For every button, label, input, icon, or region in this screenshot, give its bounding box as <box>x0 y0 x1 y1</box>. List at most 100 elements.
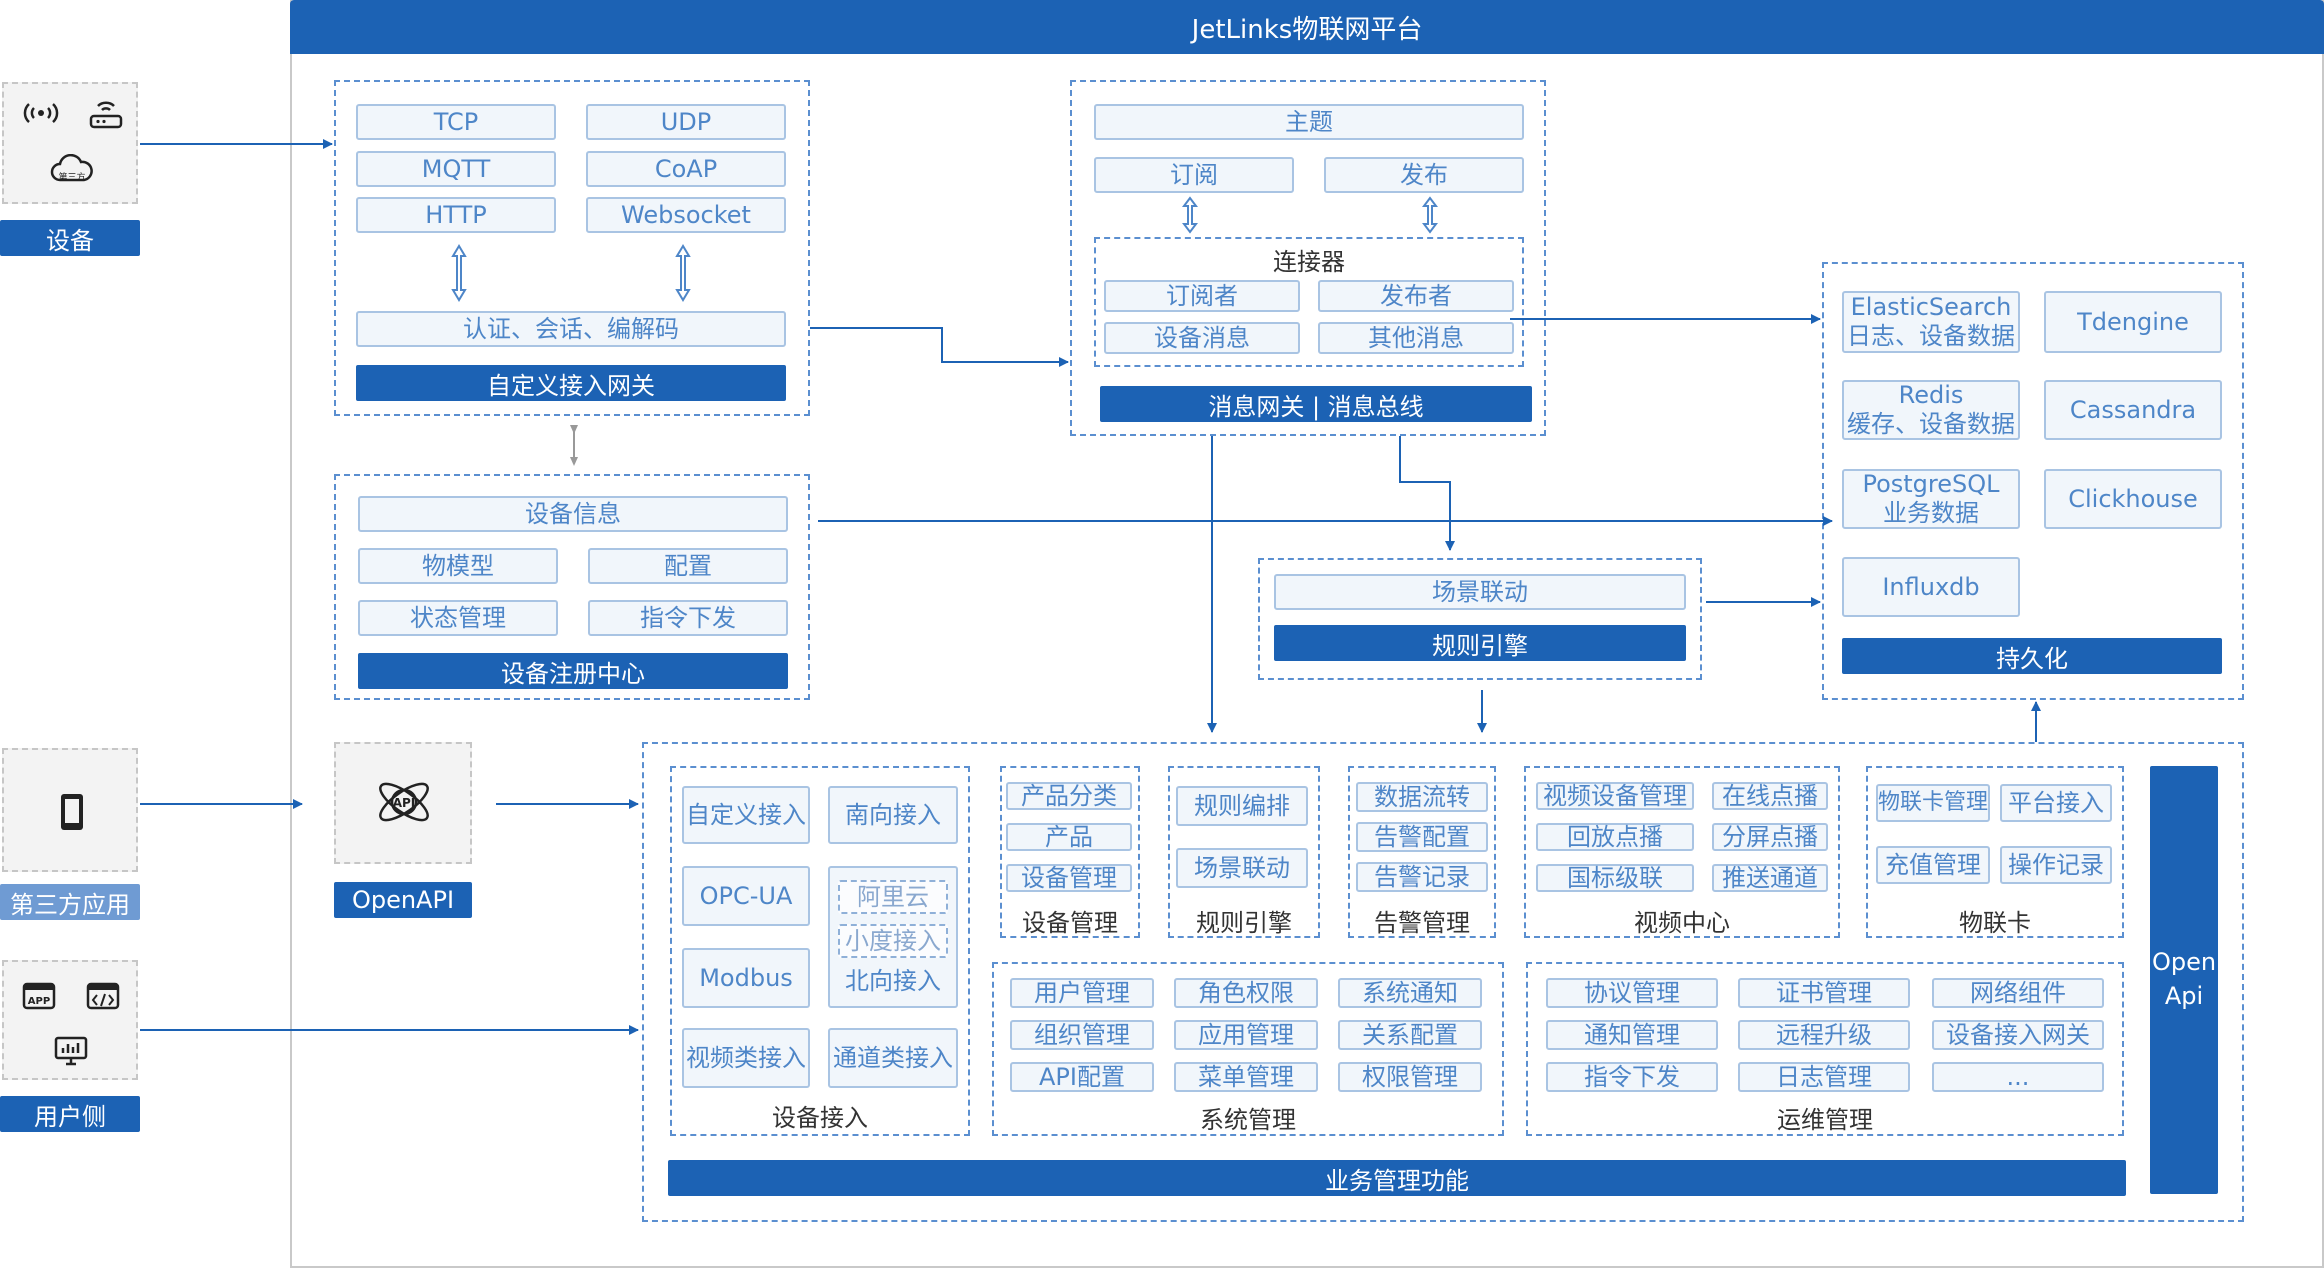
device-mgmt-group <box>1000 766 1140 938</box>
device-registry-panel <box>334 474 810 700</box>
ops-mgmt-group <box>1526 962 2124 1136</box>
north-aliyun: 阿里云 <box>838 880 948 914</box>
rule-engine-caption: 规则引擎 <box>1196 908 1292 937</box>
app-icon: APP <box>22 982 56 1010</box>
store-elasticsearch: ElasticSearch 日志、设备数据 <box>1842 291 2020 353</box>
store-redis-name: Redis <box>1898 381 1964 410</box>
api-config: API配置 <box>1010 1062 1154 1092</box>
open-api-line-1: Open <box>2151 948 2217 977</box>
device-icons-box: 第三方 <box>2 82 138 204</box>
api-atom-icon: API <box>379 782 429 822</box>
monitor-chart-icon <box>54 1036 88 1066</box>
opc-ua-access: OPC-UA <box>682 866 810 926</box>
custom-access: 自定义接入 <box>682 786 810 844</box>
remote-upgrade: 远程升级 <box>1738 1020 1910 1050</box>
operation-record: 操作记录 <box>2000 846 2112 884</box>
live-on-demand: 在线点播 <box>1712 782 1828 810</box>
alarm-config: 告警配置 <box>1356 822 1488 852</box>
code-window-icon <box>86 982 120 1010</box>
notification-mgmt: 通知管理 <box>1546 1020 1718 1050</box>
permission-mgmt: 权限管理 <box>1338 1062 1482 1092</box>
ops-mgmt-caption: 运维管理 <box>1777 1105 1873 1134</box>
wireless-signal-icon <box>23 103 59 123</box>
registry-thing-model: 物模型 <box>358 548 558 584</box>
router-icon <box>89 101 123 129</box>
platform-title: JetLinks物联网平台 <box>290 0 2324 54</box>
persistence-panel <box>1822 262 2244 700</box>
menu-mgmt: 菜单管理 <box>1174 1062 1318 1092</box>
device-management: 设备管理 <box>1006 864 1132 892</box>
bus-publish: 发布 <box>1324 157 1524 193</box>
protocol-coap: CoAP <box>586 151 786 187</box>
message-bus-panel <box>1070 80 1546 436</box>
north-xiaodu: 小度接入 <box>838 924 948 958</box>
video-center-group <box>1524 766 1840 938</box>
iot-card-group <box>1866 766 2124 938</box>
device-registry-title: 设备注册中心 <box>358 653 788 689</box>
registry-config: 配置 <box>588 548 788 584</box>
business-functions-title: 业务管理功能 <box>668 1160 2126 1196</box>
platform-frame <box>290 0 2324 1268</box>
double-arrows <box>451 196 1438 302</box>
iot-card-caption: 物联卡 <box>1959 908 2031 937</box>
third-party-label: 第三方应用 <box>0 884 140 920</box>
message-bus-title: 消息网关 | 消息总线 <box>1100 386 1532 422</box>
gb-cascade: 国标级联 <box>1536 864 1694 892</box>
business-scene-linkage: 场景联动 <box>1176 848 1308 888</box>
product: 产品 <box>1006 823 1132 851</box>
network-component: 网络组件 <box>1932 978 2104 1008</box>
store-elasticsearch-desc: 日志、设备数据 <box>1847 322 2015 350</box>
openapi-label: OpenAPI <box>334 882 472 918</box>
store-elasticsearch-name: ElasticSearch <box>1850 293 2012 322</box>
user-side-label: 用户侧 <box>0 1096 140 1132</box>
bus-subscribe: 订阅 <box>1094 157 1294 193</box>
rule-engine-title: 规则引擎 <box>1274 625 1686 661</box>
rule-orchestration: 规则编排 <box>1176 786 1308 826</box>
user-mgmt: 用户管理 <box>1010 978 1154 1008</box>
auth-session-codec: 认证、会话、编解码 <box>356 311 786 347</box>
openapi-icon-box: API <box>334 742 472 864</box>
store-tdengine: Tdengine <box>2044 291 2222 353</box>
store-postgresql-desc: 业务数据 <box>1883 499 1979 527</box>
product-category: 产品分类 <box>1006 782 1132 810</box>
iot-card-mgmt: 物联卡管理 <box>1876 784 1990 822</box>
protocol-mqtt: MQTT <box>356 151 556 187</box>
system-mgmt-caption: 系统管理 <box>1200 1105 1296 1134</box>
third-party-icon-box <box>2 748 138 872</box>
custom-gateway-panel <box>334 80 810 416</box>
device-mgmt-caption: 设备管理 <box>1022 908 1118 937</box>
cloud-icon-text: 第三方 <box>58 173 86 183</box>
custom-gateway-title: 自定义接入网关 <box>356 365 786 401</box>
connector-label: 连接器 <box>1273 247 1345 276</box>
system-notice: 系统通知 <box>1338 978 1482 1008</box>
command-dispatch: 指令下发 <box>1546 1062 1718 1092</box>
protocol-mgmt: 协议管理 <box>1546 978 1718 1008</box>
registry-command: 指令下发 <box>588 600 788 636</box>
protocol-udp: UDP <box>586 104 786 140</box>
platform-access: 平台接入 <box>2000 784 2112 822</box>
device-access-group <box>670 766 970 1136</box>
persistence-title: 持久化 <box>1842 638 2222 674</box>
registry-state-mgmt: 状态管理 <box>358 600 558 636</box>
store-clickhouse: Clickhouse <box>2044 469 2222 529</box>
mobile-phone-icon <box>61 794 83 830</box>
playback-on-demand: 回放点播 <box>1536 823 1694 851</box>
app-mgmt: 应用管理 <box>1174 1020 1318 1050</box>
protocol-tcp: TCP <box>356 104 556 140</box>
org-mgmt: 组织管理 <box>1010 1020 1154 1050</box>
video-device-mgmt: 视频设备管理 <box>1536 782 1694 810</box>
protocol-websocket: Websocket <box>586 197 786 233</box>
system-mgmt-group <box>992 962 1504 1136</box>
device-access-caption: 设备接入 <box>772 1103 868 1132</box>
store-influxdb: Influxdb <box>1842 557 2020 617</box>
connector-device-message: 设备消息 <box>1104 322 1300 354</box>
scene-linkage: 场景联动 <box>1274 574 1686 610</box>
user-side-icon-box: APP <box>2 960 138 1080</box>
ops-more: ... <box>1932 1062 2104 1092</box>
store-cassandra: Cassandra <box>2044 380 2222 440</box>
alarm-caption: 告警管理 <box>1374 908 1470 937</box>
connector-other-message: 其他消息 <box>1318 322 1514 354</box>
protocol-http: HTTP <box>356 197 556 233</box>
api-icon-text: API <box>393 796 416 810</box>
